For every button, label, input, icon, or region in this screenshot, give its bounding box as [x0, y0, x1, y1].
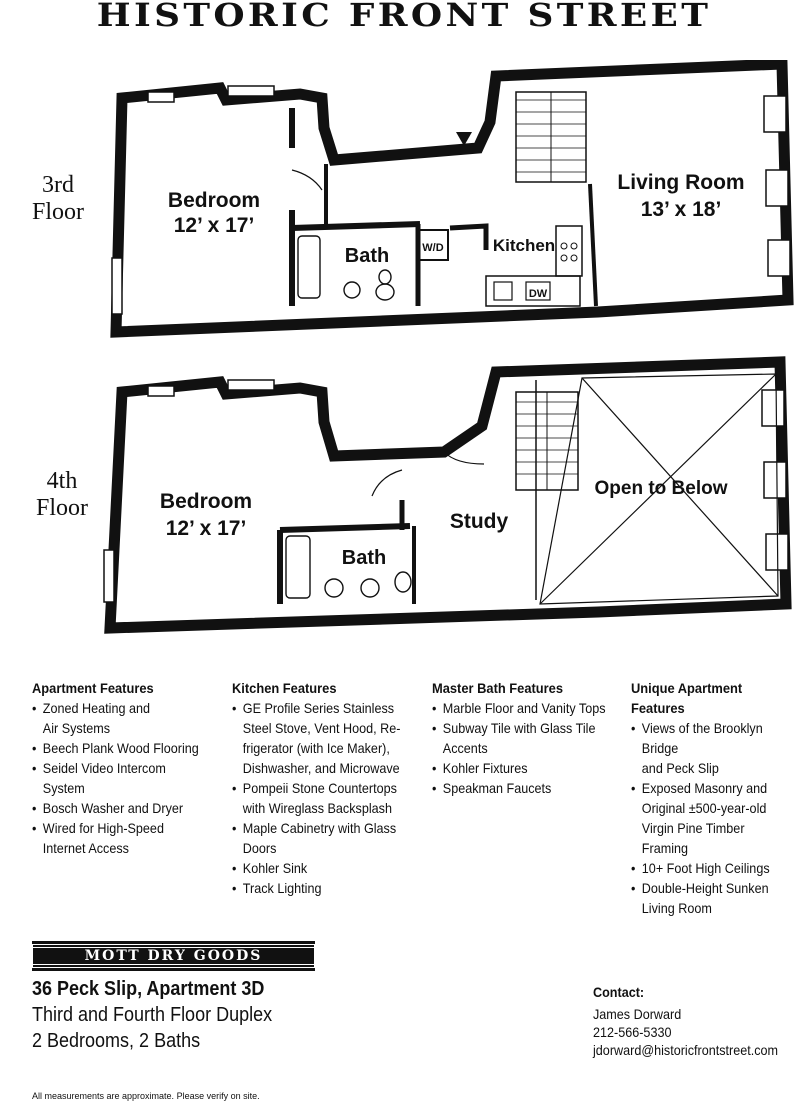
- brand-logo: MOTT DRY GOODS: [32, 941, 315, 971]
- room-living-size: 13’ x 18’: [641, 198, 722, 221]
- floor-label-number: 4th: [46, 468, 78, 494]
- feature-item: Kohler Fixtures: [432, 758, 608, 778]
- washer-dryer-label: W/D: [422, 242, 443, 254]
- room-living-name: Living Room: [617, 171, 744, 194]
- open-to-below-label: Open to Below: [595, 478, 728, 499]
- contact-name: James Dorward: [593, 1006, 682, 1022]
- room-kitchen: Kitchen: [493, 236, 555, 255]
- page-title: HISTORIC FRONT STREET: [96, 0, 712, 34]
- features-heading: Unique Apartment Features: [631, 680, 743, 716]
- room-bedroom-size: 12’ x 17’: [166, 517, 247, 540]
- contact-heading: Contact:: [593, 984, 645, 1000]
- features-heading: Master Bath Features: [432, 680, 563, 696]
- room-bedroom-name: Bedroom: [168, 189, 260, 212]
- features-heading: Apartment Features: [32, 680, 154, 696]
- room-bath: Bath: [345, 245, 389, 267]
- brand-name: MOTT DRY GOODS: [32, 947, 315, 965]
- features-unique: Unique Apartment Features Views of the B…: [631, 678, 808, 918]
- feature-item: 10+ Foot High Ceilings: [631, 858, 790, 878]
- features-kitchen: Kitchen Features GE Profile Series Stain…: [232, 678, 427, 898]
- listing-rooms: 2 Bedrooms, 2 Baths: [32, 1030, 201, 1052]
- feature-item: Track Lighting: [232, 878, 408, 898]
- floor-label-3rd: 3rd Floor: [18, 172, 98, 226]
- disclaimer: All measurements are approximate. Please…: [32, 1091, 260, 1101]
- room-bedroom-size: 12’ x 17’: [174, 214, 255, 237]
- features-heading: Kitchen Features: [232, 680, 337, 696]
- room-bedroom-name: Bedroom: [160, 490, 252, 513]
- floor-plan-3rd: Bedroom 12’ x 17’ Bath W/D Kitchen DW Li…: [110, 60, 794, 338]
- contact-email[interactable]: jdorward@historicfrontstreet.com: [593, 1042, 779, 1058]
- floor-label-word: Floor: [35, 495, 88, 521]
- features-apartment: Apartment Features Zoned Heating andAir …: [32, 678, 222, 858]
- floor-label-4th: 4th Floor: [22, 468, 102, 522]
- floor-label-word: Floor: [31, 199, 84, 225]
- listing-type: Third and Fourth Floor Duplex: [32, 1004, 273, 1026]
- feature-item: Bosch Washer and Dryer: [32, 798, 203, 818]
- features-list: Marble Floor and Vanity TopsSubway Tile …: [432, 698, 627, 798]
- features-master-bath: Master Bath Features Marble Floor and Va…: [432, 678, 627, 798]
- floor-label-number: 3rd: [42, 172, 74, 198]
- entry-arrow-icon: [456, 132, 472, 146]
- feature-item: Kohler Sink: [232, 858, 408, 878]
- feature-item: Speakman Faucets: [432, 778, 608, 798]
- dishwasher-label: DW: [529, 288, 548, 300]
- floor-plan-4th: Bedroom 12’ x 17’ Bath Study Open to Bel…: [103, 356, 792, 634]
- contact-phone[interactable]: 212-566-5330: [593, 1024, 672, 1040]
- listing-address: 36 Peck Slip, Apartment 3D: [32, 978, 265, 1000]
- contact-block: Contact: James Dorward 212-566-5330 jdor…: [593, 983, 799, 1059]
- room-study: Study: [450, 510, 509, 533]
- feature-item: Beech Plank Wood Flooring: [32, 738, 203, 758]
- feature-item: Marble Floor and Vanity Tops: [432, 698, 608, 718]
- room-bath: Bath: [342, 547, 386, 569]
